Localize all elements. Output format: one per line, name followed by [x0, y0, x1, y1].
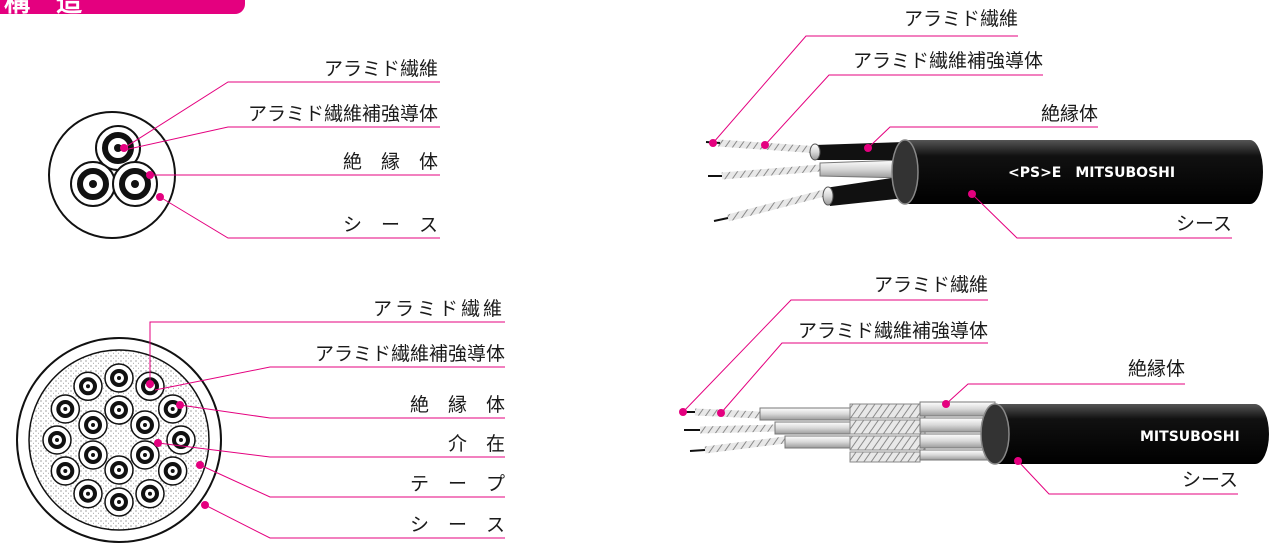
core-center: [117, 500, 121, 504]
label-aramid-fiber: アラミド繊維: [903, 8, 1018, 30]
label-aramid-reinforced-conductor: アラミド繊維補強導体: [797, 320, 988, 342]
core-center: [91, 453, 96, 457]
core-left: [70, 161, 116, 207]
label-aramid-reinforced-conductor: アラミド繊維補強導体: [247, 103, 438, 125]
label-sheath: シース: [1181, 469, 1238, 491]
label-sheath: シ ー ス: [342, 214, 438, 236]
core-center: [86, 384, 90, 389]
core-center: [117, 468, 121, 472]
label-aramid-reinforced-conductor: アラミド繊維補強導体: [852, 50, 1043, 72]
label-sheath: シース: [1175, 213, 1232, 235]
core-center: [63, 469, 68, 473]
cross-section-multicore: [16, 321, 505, 543]
label-insulation: 絶縁体: [1040, 103, 1098, 125]
core-center: [86, 491, 90, 496]
core-center: [170, 469, 175, 473]
label-insulation: 絶 縁 体: [409, 394, 505, 416]
core-center: [91, 423, 96, 427]
core-center: [148, 491, 152, 496]
label-aramid-reinforced-conductor: アラミド繊維補強導体: [314, 343, 505, 365]
core-right: [112, 161, 158, 207]
side-view-3core: [705, 35, 1263, 239]
core-center: [117, 408, 121, 412]
core-center: [55, 438, 59, 442]
cable-marking: <PS>E MITSUBOSHI: [1008, 165, 1176, 181]
label-aramid-fiber: アラミド繊維: [323, 58, 438, 80]
label-sheath: シ ー ス: [409, 514, 505, 536]
core-center: [63, 407, 68, 411]
core-center: [142, 423, 147, 427]
label-aramid-fiber: アラミド繊維: [873, 274, 988, 296]
side-view-multicore: [679, 299, 1269, 495]
core-center: [117, 376, 121, 380]
cable-marking: MITSUBOSHI: [1140, 429, 1240, 445]
section-tag-text: 構 造: [4, 0, 83, 18]
core-top: [95, 125, 141, 171]
section-tag: 構 造: [0, 0, 245, 18]
label-tape: テ ー プ: [409, 473, 505, 495]
cross-section-3core: [48, 81, 440, 239]
label-aramid-fiber: アラミド繊維: [372, 298, 505, 320]
label-insulation: 絶縁体: [1127, 358, 1185, 380]
core-center: [179, 438, 183, 442]
core-center: [142, 453, 147, 457]
label-filler: 介 在: [447, 433, 505, 455]
multicore-cores: [42, 363, 196, 517]
label-insulation: 絶 縁 体: [342, 151, 438, 173]
core-center: [170, 407, 175, 411]
